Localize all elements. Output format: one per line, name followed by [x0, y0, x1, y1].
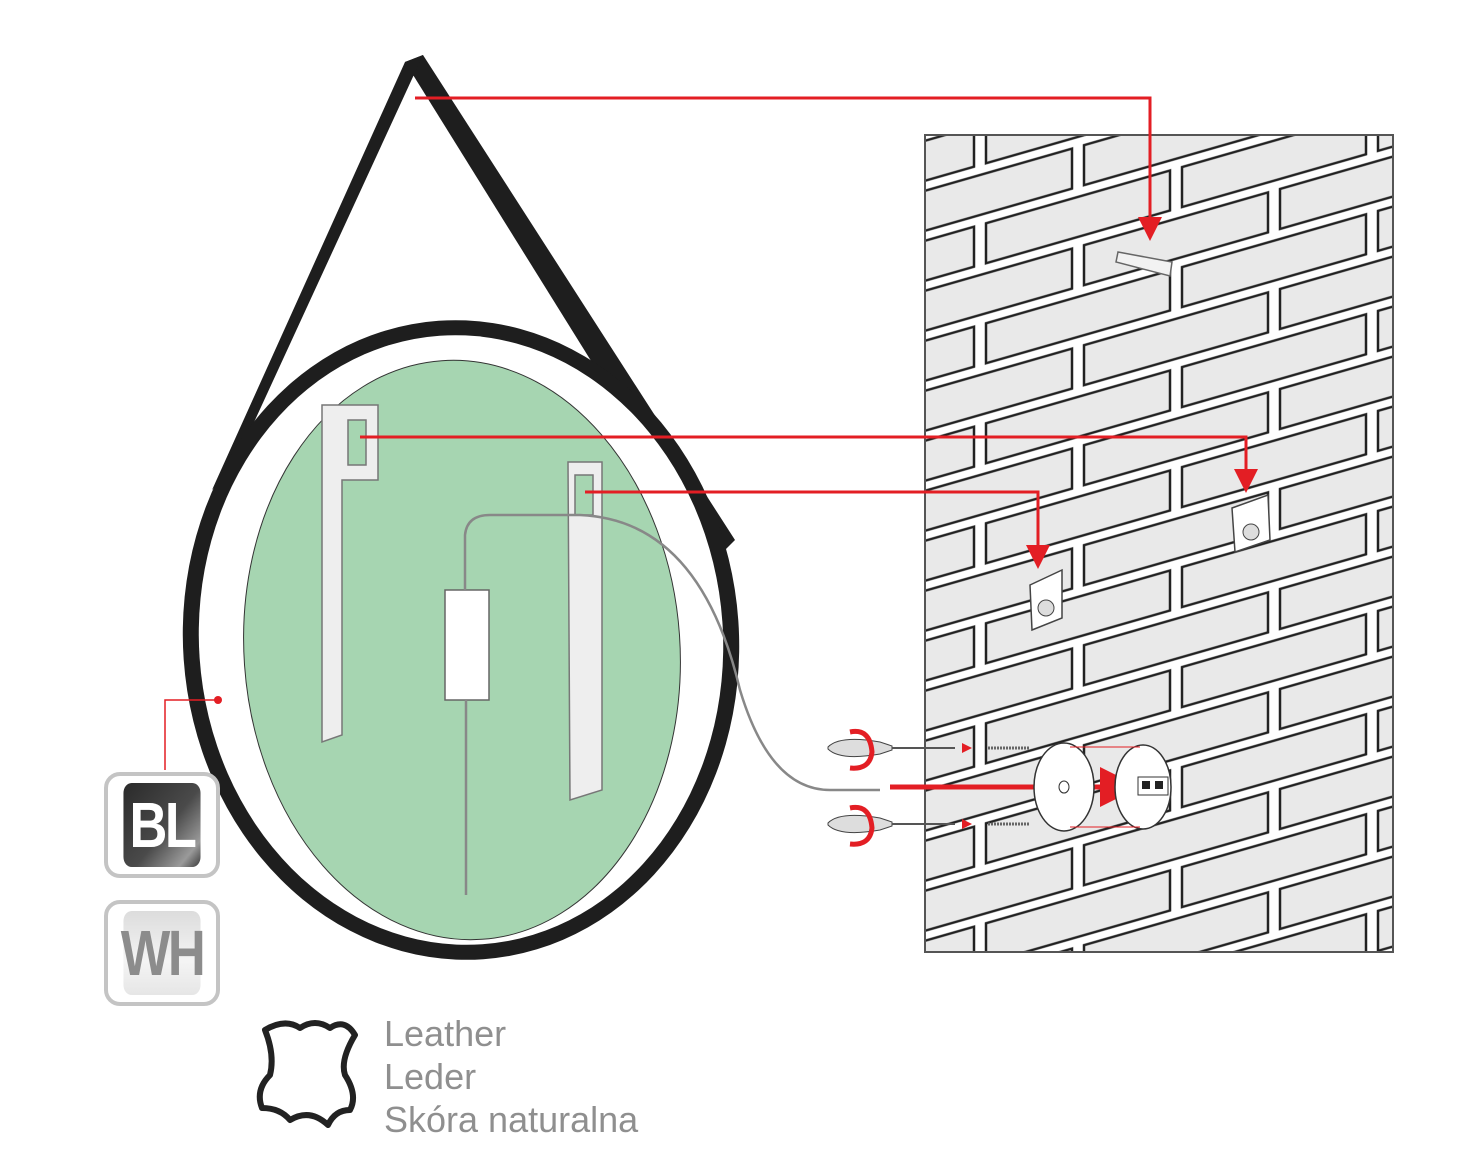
screwdriver-bottom: [827, 804, 1030, 847]
legend-line-de: Leder: [384, 1056, 477, 1097]
power-cable: [463, 513, 880, 895]
mirror-bracket-left: [321, 404, 379, 744]
badge-label: BL: [123, 783, 201, 867]
color-badge-black: BL: [104, 772, 220, 878]
badge-label: WH: [121, 911, 206, 995]
wall-bracket-left: [1029, 568, 1063, 632]
screwdriver-top: [827, 728, 1030, 771]
wall-bracket-right: [1231, 493, 1271, 554]
legend-line-pl: Skóra naturalna: [384, 1099, 639, 1140]
wall-hook-pin: [1115, 251, 1173, 277]
led-driver-box: [444, 589, 490, 701]
junction-cover-plate: [1033, 742, 1172, 832]
mirror-bracket-right: [567, 461, 603, 802]
leather-hide-icon: [256, 1020, 358, 1128]
legend-line-en: Leather: [384, 1013, 507, 1054]
brick-wall: [924, 134, 1394, 953]
color-badge-white: WH: [104, 900, 220, 1006]
material-legend: Leather Leder Skóra naturalna: [384, 1012, 638, 1141]
